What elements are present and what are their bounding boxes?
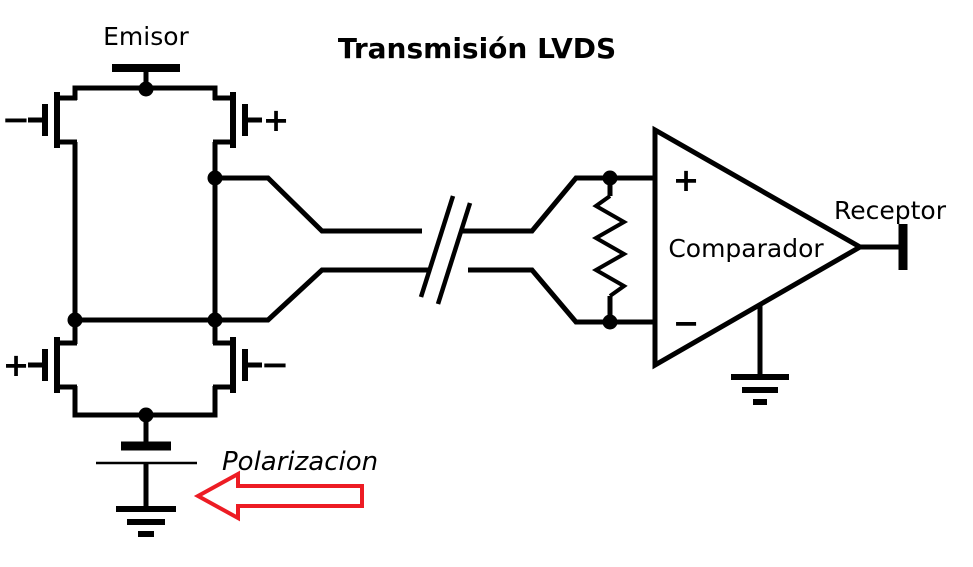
mosfet-bottom-left <box>28 337 77 393</box>
receiver-label: Receptor <box>834 196 947 225</box>
bias-label: Polarizacion <box>222 447 378 477</box>
sign-bottom-left: + <box>3 346 30 384</box>
mosfet-top-right <box>213 92 262 148</box>
left-arrow-icon <box>193 470 364 522</box>
transmission-line-top <box>215 175 657 234</box>
bias-current-source <box>96 413 197 508</box>
junction-dot <box>207 170 223 186</box>
termination-resistor <box>591 178 629 322</box>
comparator-plus-input: + <box>673 161 700 199</box>
sign-bottom-right: − <box>261 345 290 385</box>
line-break-marks <box>418 195 473 305</box>
sign-top-left: − <box>2 100 31 140</box>
bias-pointer <box>193 470 364 522</box>
diagram-labels: Transmisión LVDS Emisor Receptor Compara… <box>2 22 947 477</box>
junction-dot <box>138 407 154 423</box>
junction-dot <box>67 312 83 328</box>
junction-dot <box>602 314 618 330</box>
comparator-minus-input: − <box>673 304 700 342</box>
bridge-frame <box>72 85 218 418</box>
junction-dots <box>67 81 618 423</box>
comparator-label: Comparador <box>668 234 824 263</box>
emitter-label: Emisor <box>103 22 189 51</box>
junction-dot <box>207 312 223 328</box>
comparator-ground <box>731 305 789 405</box>
mosfet-bottom-right <box>213 337 262 393</box>
receiver-output <box>858 224 908 270</box>
transmission-line-bottom <box>75 267 657 325</box>
diagram-title: Transmisión LVDS <box>338 32 616 65</box>
mosfet-top-left <box>28 92 77 148</box>
sign-top-right: + <box>263 101 290 139</box>
bias-ground <box>116 506 176 537</box>
junction-dot <box>602 170 618 186</box>
junction-dot <box>138 81 154 97</box>
circuit-lines <box>28 64 908 537</box>
